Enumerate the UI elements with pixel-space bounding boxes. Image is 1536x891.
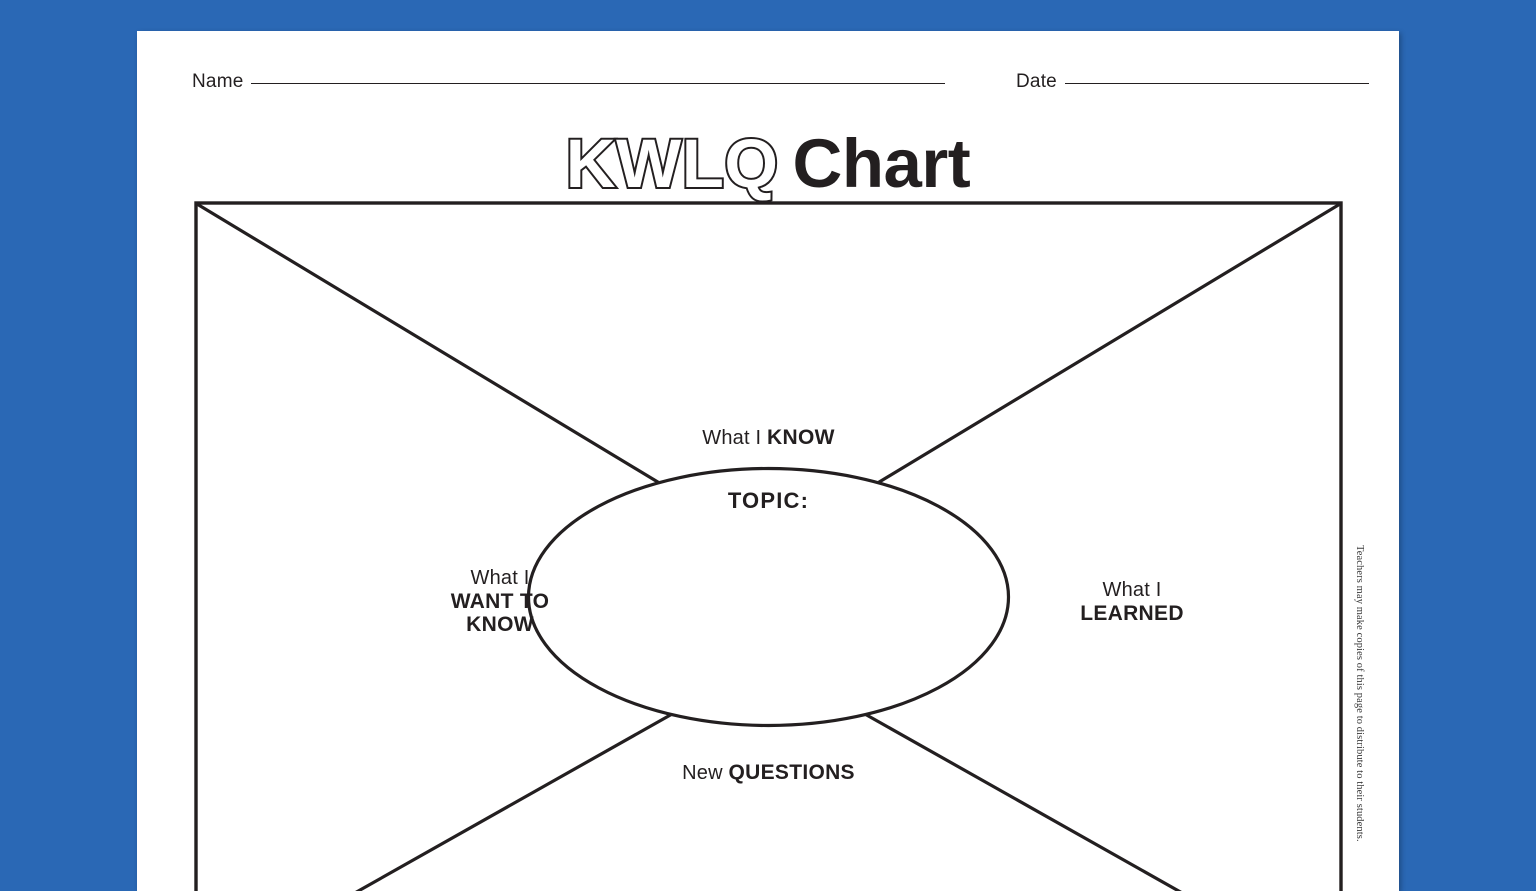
topic-ellipse — [526, 466, 1011, 728]
quadrant-label-know: What I KNOW — [194, 426, 1343, 450]
want-prefix: What I — [470, 567, 530, 589]
date-field[interactable]: Date — [1016, 71, 1369, 93]
know-emphasis: KNOW — [767, 426, 835, 449]
learned-emphasis: LEARNED — [1080, 601, 1184, 625]
date-writing-line[interactable] — [1064, 83, 1369, 84]
footer-credit: Teachers may make copies of this page to… — [1354, 545, 1365, 842]
student-info-row: Name Date — [137, 71, 1399, 111]
topic-text: TOPIC: — [727, 488, 810, 513]
diagonal-bottom-left — [355, 707, 682, 891]
diagonal-top-left — [196, 202, 682, 498]
diagram-graphics — [194, 201, 1343, 891]
date-label: Date — [1016, 71, 1057, 92]
learned-prefix: What I — [1102, 579, 1162, 601]
title-kwlq: KWLQ — [564, 125, 780, 202]
want-emphasis-line2: KNOW — [466, 613, 534, 637]
diagonal-bottom-right — [855, 707, 1182, 891]
name-field[interactable]: Name — [192, 71, 946, 93]
know-prefix: What I — [702, 427, 768, 449]
questions-prefix: New — [682, 762, 729, 784]
diagram-outer-box — [194, 201, 1343, 891]
quadrant-label-new-questions: New QUESTIONS — [194, 761, 1343, 785]
name-label: Name — [192, 71, 244, 92]
topic-label: TOPIC: — [194, 488, 1343, 514]
quadrant-label-learned: What I LEARNED — [1032, 579, 1232, 625]
quadrant-label-want-to-know: What I WANT TO KNOW — [410, 567, 590, 637]
diagonal-top-right — [855, 202, 1341, 498]
name-writing-line[interactable] — [251, 83, 946, 84]
want-emphasis-line1: WANT TO — [450, 589, 550, 613]
title-chart: Chart — [792, 125, 971, 202]
questions-emphasis: QUESTIONS — [728, 761, 855, 784]
kwlq-diagram: What I KNOW TOPIC: What I WANT TO KNOW W… — [194, 201, 1343, 891]
